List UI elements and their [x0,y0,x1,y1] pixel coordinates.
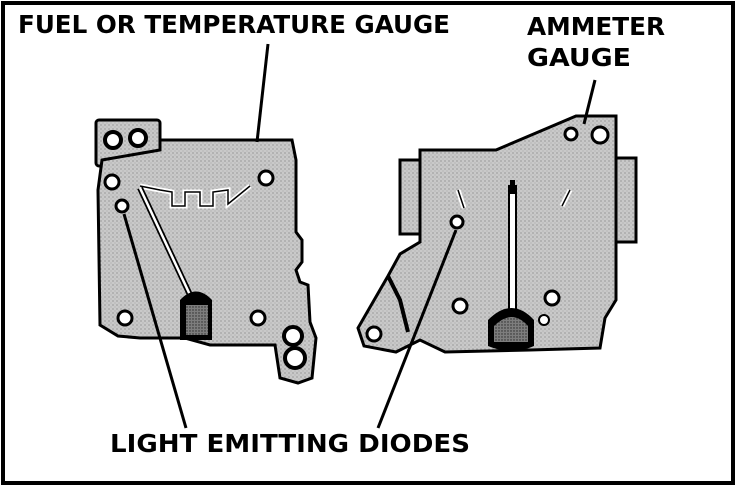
mounting-hole [538,314,550,326]
terminal [283,346,307,370]
ammeter-label-line2: GAUGE [527,43,631,72]
mounting-hole [543,289,561,307]
ammeter-gauge-plate [356,114,638,354]
mounting-hole [103,173,121,191]
mounting-hole [365,325,383,343]
fuel-gauge-leader-line [255,43,270,143]
ammeter-needle [508,185,517,317]
ammeter-leader-line [582,79,597,125]
mounting-hole [116,309,134,327]
led-leader-line-left [122,213,188,429]
fuel-gauge-label: FUEL OR TEMPERATURE GAUGE [18,10,450,39]
led-label: LIGHT EMITTING DIODES [110,429,470,458]
terminal [282,325,304,347]
fuel-gauge-plate [94,118,318,385]
mounting-hole [257,169,275,187]
led-lens [114,198,130,214]
mounting-hole [563,126,579,142]
led-lens [449,214,465,230]
mounting-hole [249,309,267,327]
led-leader-line-right [376,229,458,429]
mounting-hole [451,297,469,315]
mounting-hole [590,125,610,145]
ammeter-label-line1: AMMETER [527,12,665,41]
